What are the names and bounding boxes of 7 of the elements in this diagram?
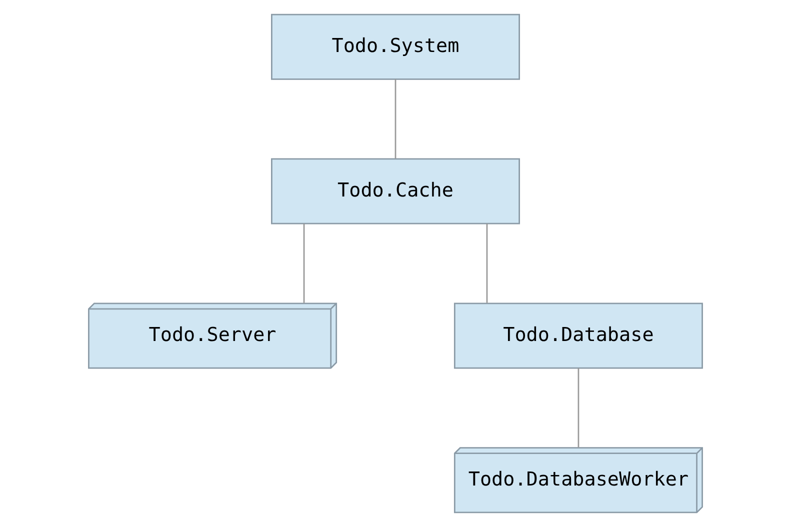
node-box: Todo.System [271,13,520,80]
connector [303,223,305,302]
node-box: Todo.Cache [271,158,520,224]
connector [394,78,396,158]
node-box: Todo.Database [454,302,703,368]
connector [486,223,488,302]
connector [578,368,580,447]
